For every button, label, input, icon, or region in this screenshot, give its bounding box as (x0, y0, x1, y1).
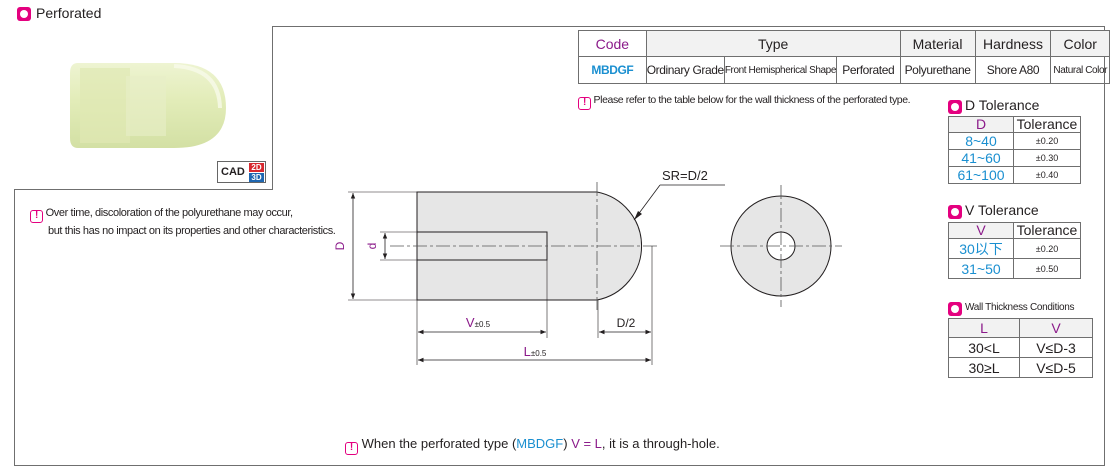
caution-icon: ! (30, 210, 43, 223)
sr-label: SR=D/2 (662, 168, 708, 183)
small-d-dimension-label: d (365, 243, 379, 250)
section-title: Perforated (36, 5, 102, 21)
d-tolerance-value: ±0.20 (1013, 132, 1081, 150)
v-range: 30以下 (948, 238, 1014, 259)
cad-label: CAD (221, 166, 245, 178)
d-tolerance-value: ±0.30 (1013, 149, 1081, 167)
d-col-header: D (948, 116, 1014, 133)
cad-3d-badge: 3D (249, 173, 264, 182)
d-tolerance-value: ±0.40 (1013, 166, 1081, 184)
section-marker-icon (17, 7, 31, 21)
type-ordinary-grade: Ordinary Grade (645, 56, 725, 84)
through-hole-note: ! When the perforated type (MBDGF) V = L… (345, 436, 720, 455)
discoloration-note: ! Over time, discoloration of the polyur… (30, 205, 336, 239)
spec-table: Code Type Material Hardness Color MBDGF … (578, 30, 1110, 84)
content-frame (14, 26, 1105, 466)
l-col-header: L (948, 318, 1020, 338)
section-marker-icon (948, 100, 962, 114)
caution-icon: ! (578, 97, 591, 110)
v-dimension-label: V±0.5 (466, 315, 491, 330)
v-tolerance-value: ±0.50 (1013, 258, 1081, 279)
v-col-header: V (948, 222, 1014, 239)
spec-value-row: MBDGF Ordinary Grade Front Hemispherical… (578, 56, 1110, 84)
section-marker-icon (948, 205, 962, 219)
product-code[interactable]: MBDGF (578, 56, 647, 84)
cad-2d-badge: 2D (249, 163, 264, 172)
wall-thickness-note: ! Please refer to the table below for th… (578, 92, 911, 110)
v-tolerance-title: V Tolerance (948, 202, 1039, 219)
tolerance-col-header: Tolerance (1013, 116, 1081, 133)
spec-header-row: Code Type Material Hardness Color (578, 30, 1110, 57)
hardness-value: Shore A80 (974, 56, 1052, 84)
l-dimension-label: L±0.5 (524, 344, 547, 359)
d-tolerance-title: D Tolerance (948, 97, 1039, 114)
tolerance-col-header: Tolerance (1013, 222, 1081, 239)
note-equation: V = L (571, 436, 602, 451)
half-d-label: D/2 (617, 316, 636, 330)
v-condition: V≤D-3 (1019, 337, 1093, 358)
product-photo (70, 63, 226, 148)
l-condition: 30<L (948, 337, 1020, 358)
l-condition: 30≥L (948, 357, 1020, 378)
d-range: 8~40 (948, 132, 1014, 150)
hardness-header: Hardness (974, 30, 1052, 57)
type-front-hemispherical: Front Hemispherical Shape (723, 56, 837, 84)
type-perforated: Perforated (835, 56, 901, 84)
discoloration-note-line1: Over time, discoloration of the polyuret… (45, 207, 293, 219)
cad-download-button[interactable]: CAD 2D 3D (217, 161, 266, 183)
code-header: Code (578, 30, 647, 57)
d-range: 41~60 (948, 149, 1014, 167)
caution-icon: ! (345, 442, 358, 455)
discoloration-note-line2: but this has no impact on its properties… (48, 225, 336, 237)
type-header: Type (645, 30, 901, 57)
d-dimension-label: D (333, 241, 347, 250)
note-product-code: MBDGF (516, 436, 564, 451)
section-marker-icon (948, 302, 962, 316)
wall-thickness-note-text: Please refer to the table below for the … (593, 94, 911, 106)
v-range: 31~50 (948, 258, 1014, 279)
technical-drawing: D d SR=D/2 V±0.5 D/2 L±0.5 (333, 168, 842, 365)
v-condition: V≤D-5 (1019, 357, 1093, 378)
color-value: Natural Color (1050, 56, 1110, 84)
color-header: Color (1050, 30, 1110, 57)
material-value: Polyurethane (899, 56, 976, 84)
d-range: 61~100 (948, 166, 1014, 184)
wall-conditions-title: Wall Thickness Conditions (948, 302, 1075, 316)
v-col-header: V (1019, 318, 1093, 338)
v-tolerance-value: ±0.20 (1013, 238, 1081, 259)
material-header: Material (899, 30, 976, 57)
